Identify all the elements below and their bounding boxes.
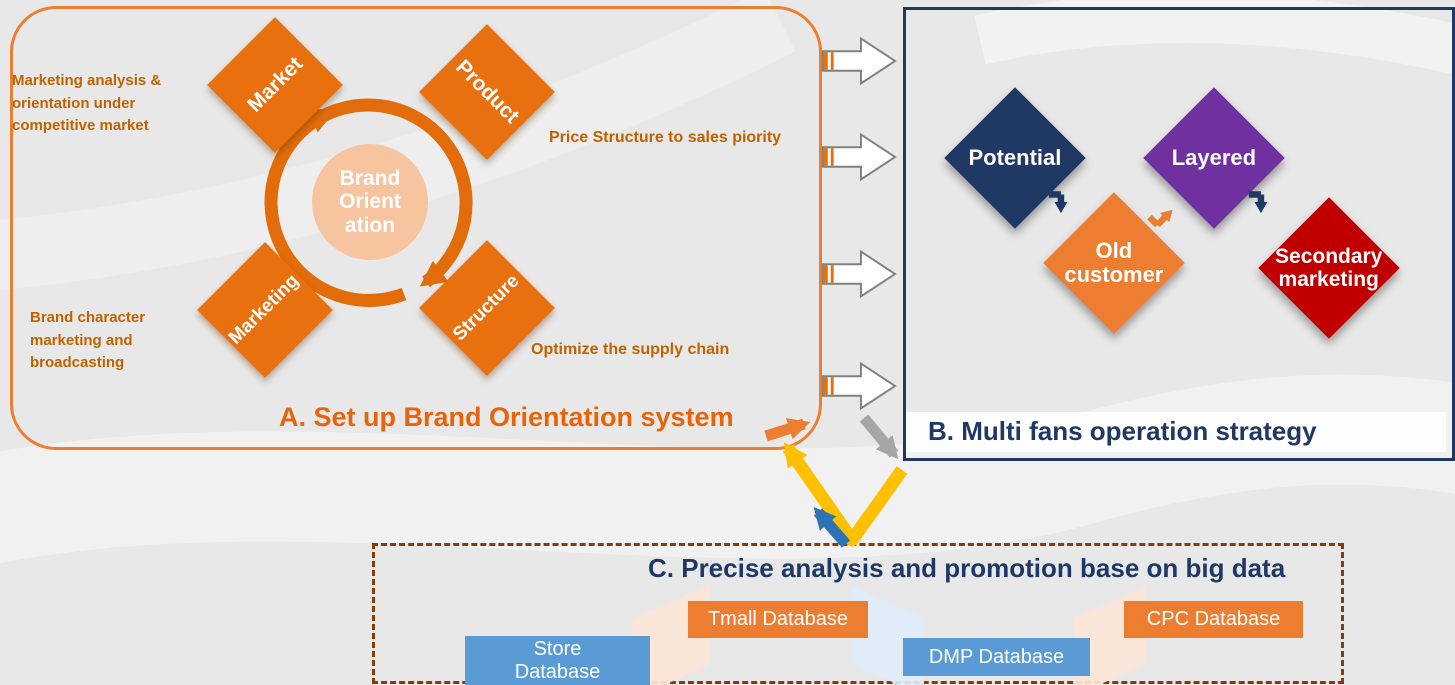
diamond-market-label: Market: [242, 52, 308, 118]
diamond-structure-label: Structure: [449, 270, 524, 345]
annotation-optimize-supply-chain: Optimize the supply chain: [531, 341, 730, 358]
flow-arrow-icon: [821, 132, 897, 182]
corner-arrow-icon: [1248, 191, 1268, 214]
store-database-label: Store Database: [514, 637, 601, 683]
store-database-box: Store Database: [465, 636, 650, 685]
section-a-panel: [10, 6, 822, 450]
dmp-database-label: DMP Database: [928, 645, 1065, 668]
diamond-potential-label: Potential: [968, 144, 1062, 170]
diamond-marketing-label: Marketing: [225, 270, 304, 349]
cpc-database-box: CPC Database: [1124, 601, 1303, 638]
brand-orientation-line: Orient: [339, 190, 401, 214]
section-b-title: B. Multi fans operation strategy: [928, 416, 1317, 446]
brand-orientation-line: Brand: [339, 166, 401, 190]
tmall-database-box: Tmall Database: [688, 601, 868, 638]
brand-orientation-circle: Brand Orient ation: [312, 144, 428, 260]
annotation-brand-character: Brand character marketing and broadcasti…: [30, 309, 146, 371]
diamond-layered-label: Layered: [1171, 144, 1257, 170]
tmall-database-label: Tmall Database: [707, 608, 849, 630]
cycle-arrows-icon: [764, 414, 908, 548]
section-b-panel: [903, 7, 1455, 461]
section-c-title: C. Precise analysis and promotion base o…: [648, 553, 1286, 583]
corner-arrow-icon: [1048, 191, 1068, 214]
section-a-title: A. Set up Brand Orientation system: [279, 402, 734, 432]
flow-arrow-icon: [821, 361, 897, 411]
flow-arrow-icon: [821, 249, 897, 299]
diamond-secondary-marketing-label: Secondary marketing: [1275, 244, 1383, 292]
corner-arrow-icon: [1147, 209, 1173, 228]
diamond-old-customer-label: Old customer: [1064, 237, 1164, 287]
brand-orientation-line: ation: [344, 213, 396, 237]
flow-arrow-icon: [821, 36, 897, 86]
circular-arrows-icon: [264, 98, 473, 307]
section-c-panel: [372, 543, 1344, 684]
section-b-title-strip: [906, 412, 1446, 452]
annotation-marketing-analysis: Marketing analysis & orientation under c…: [12, 72, 162, 134]
diamond-product-label: Product: [450, 55, 524, 129]
annotation-price-structure: Price Structure to sales piority: [549, 129, 782, 146]
cpc-database-label: CPC Database: [1146, 608, 1281, 630]
dmp-database-box: DMP Database: [903, 638, 1090, 676]
